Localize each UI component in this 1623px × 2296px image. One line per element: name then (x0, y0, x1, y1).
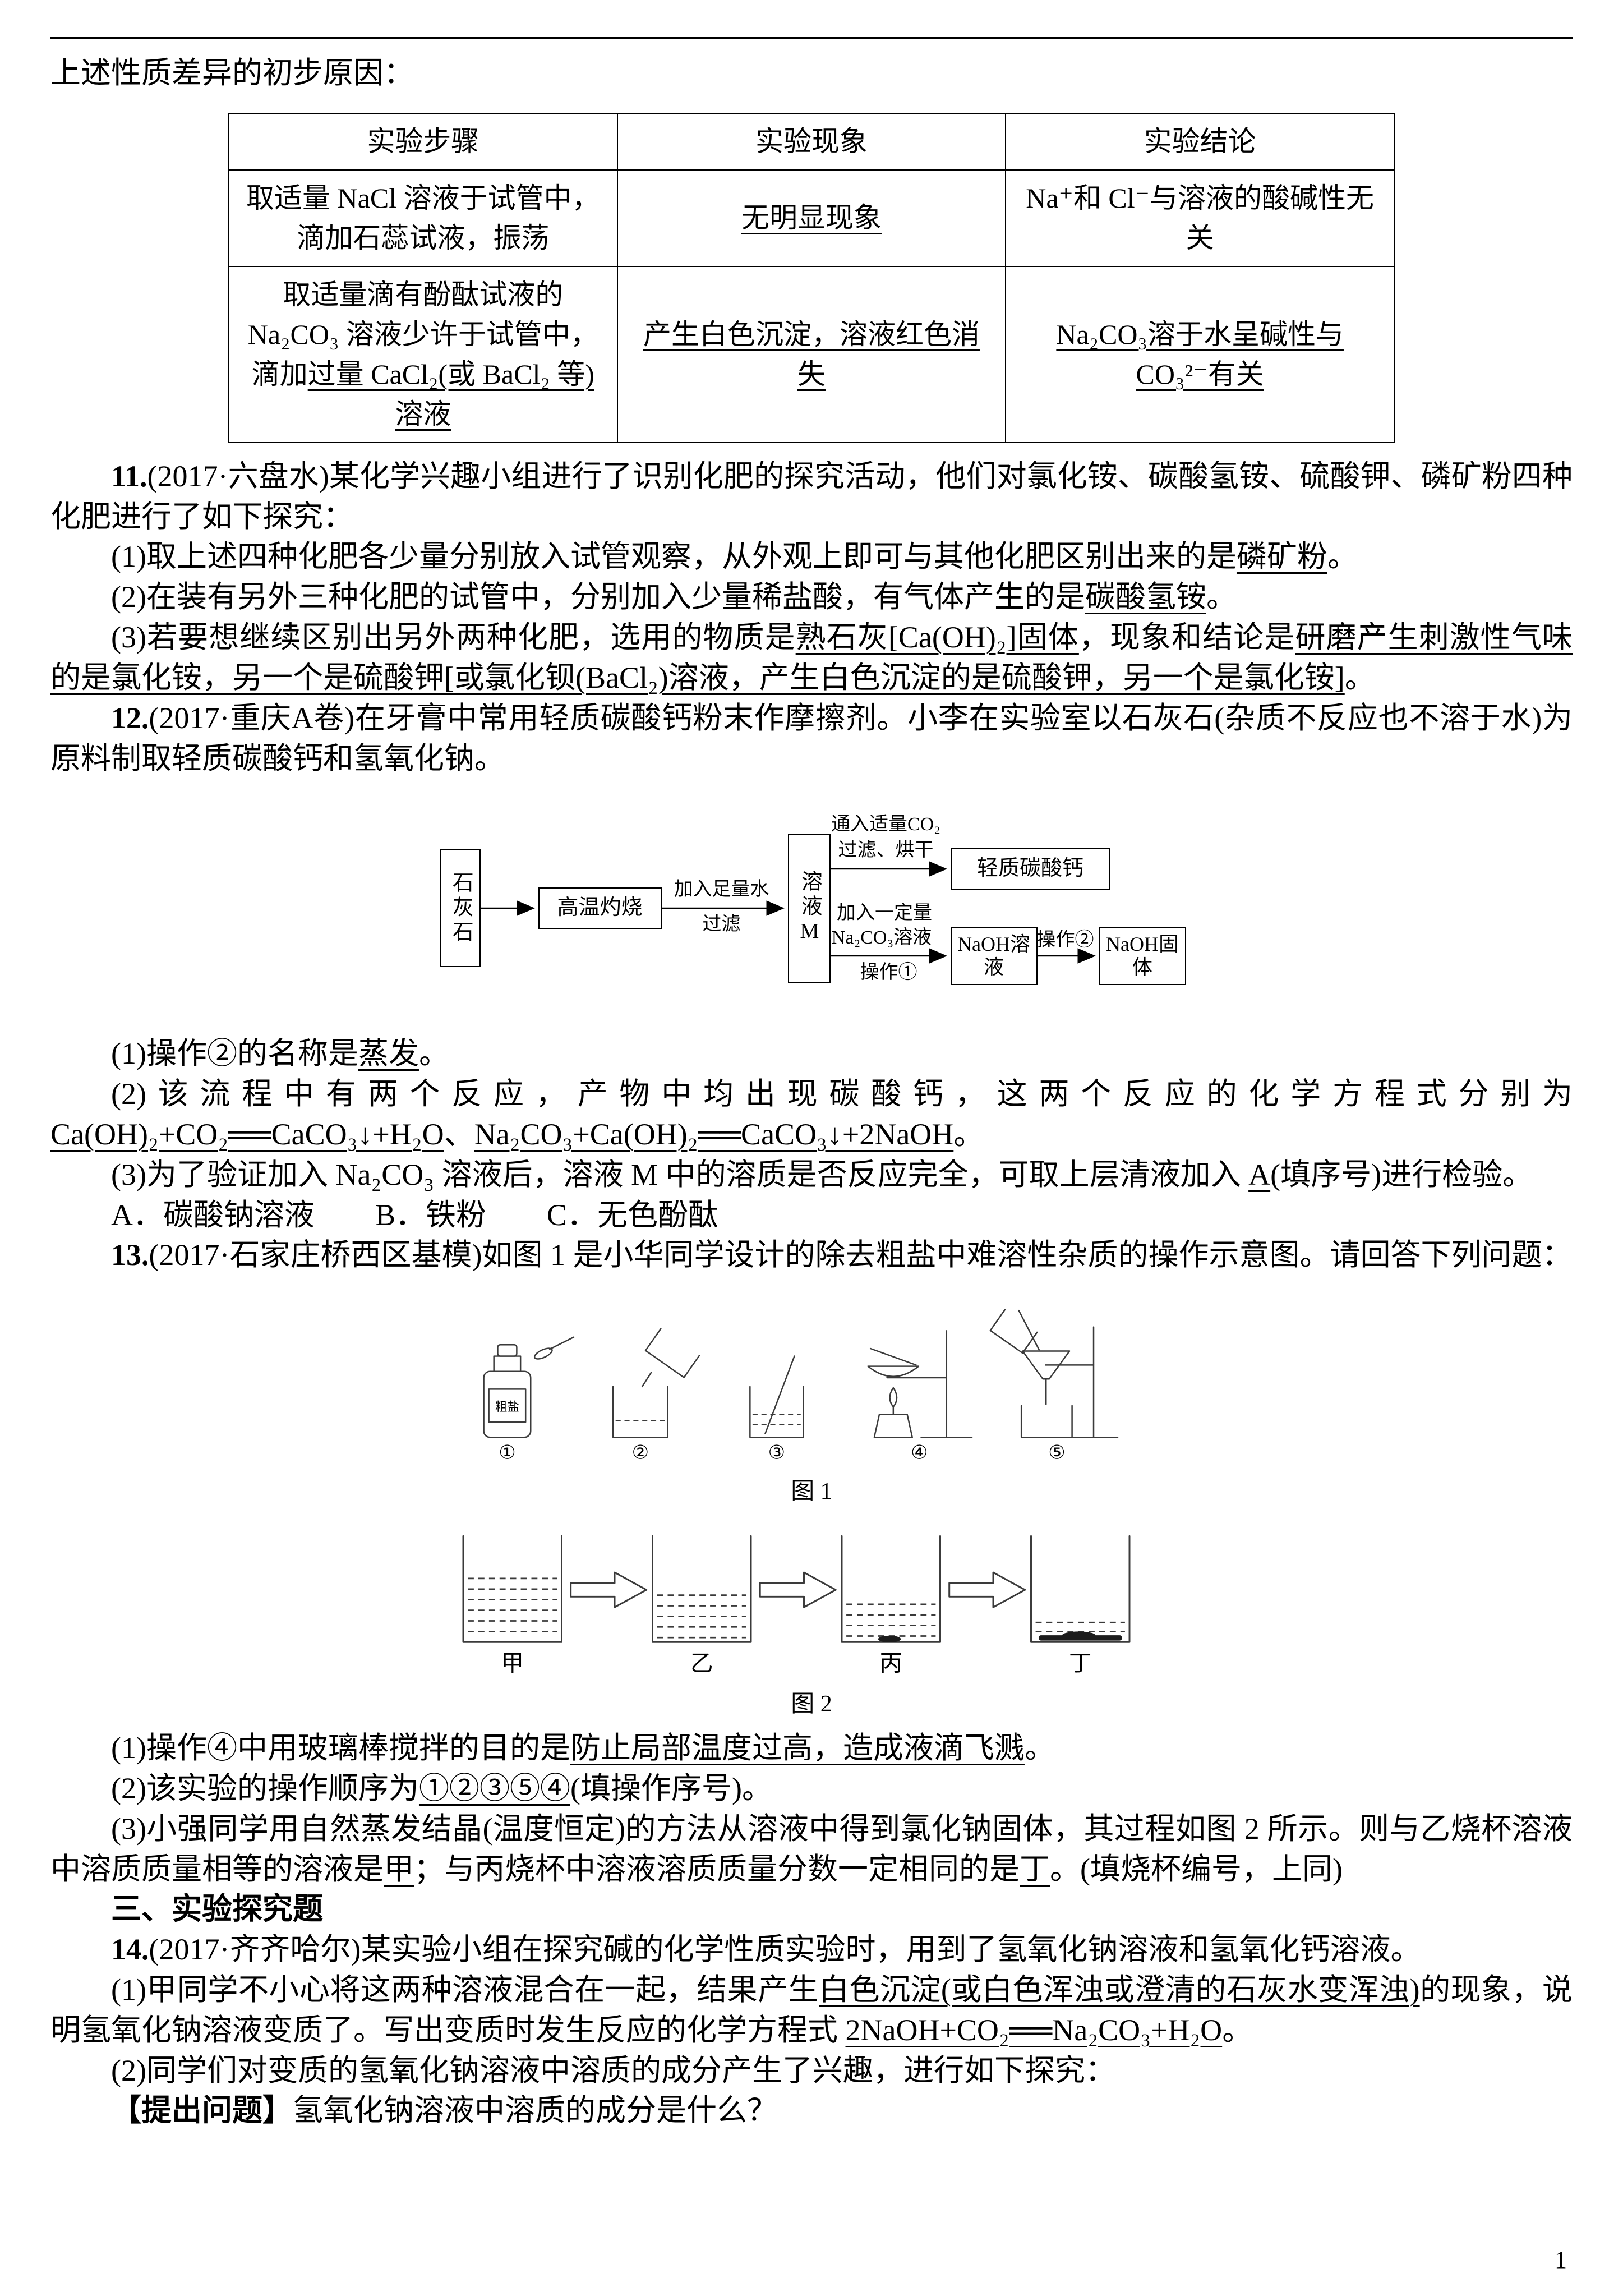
table-row: 取适量滴有酚酞试液的 Na₂CO₃ 溶液少许于试管中，滴加过量 CaCl₂(或 … (228, 265, 1395, 443)
beaker-yi (652, 1535, 752, 1643)
question-11-part-1: (1)取上述四种化肥各少量分别放入试管观察，从外观上即可与其他化肥区别出来的是磷… (111, 540, 1358, 574)
beaker-label-bing: 丙 (880, 1650, 903, 1676)
step-number-4: ④ (911, 1443, 928, 1464)
process-flowchart: 石灰石 高温灼烧 加入足量水 过滤 溶液M 通入适量CO₂ 过滤、烘干 轻质碳酸… (435, 793, 1189, 1026)
table-header-conclusion: 实验结论 (1005, 112, 1395, 171)
beaker-bing (841, 1535, 941, 1643)
figure-2-caption: 图 2 (791, 1691, 832, 1718)
beaker-jia (462, 1535, 562, 1643)
beaker-label-jia: 甲 (501, 1650, 524, 1676)
figure-2: 甲 乙 丙 丁 图 2 (50, 1522, 1573, 1720)
cell-phenomenon-2: 产生白色沉淀，溶液红色消失 (616, 265, 1007, 443)
question-14-part-1: (1)甲同学不小心将这两种溶液混合在一起，结果产生白色沉淀(或白色浑浊或澄清的石… (50, 1973, 1573, 2047)
beaker-label-yi: 乙 (690, 1650, 713, 1676)
cell-conclusion-1: Na⁺和 Cl⁻与溶液的酸碱性无关 (1005, 169, 1395, 267)
flow-box-naoh-solid: NaOH固体 (1099, 927, 1186, 986)
flow-box-naoh-solution: NaOH溶液 (950, 927, 1038, 986)
table-header-row: 实验步骤 实验现象 实验结论 (228, 112, 1395, 171)
cell-phenomenon-1: 无明显现象 (616, 169, 1007, 267)
pouring-beaker-icon (612, 1328, 700, 1438)
stirring-beaker-icon (749, 1355, 804, 1438)
flow-box-limestone: 石灰石 (440, 849, 481, 968)
salt-residue (878, 1635, 901, 1642)
question-14-part-2: (2)同学们对变质的氢氧化钠溶液中溶质的成分产生了兴趣，进行如下探究： (111, 2053, 1115, 2087)
beaker-ding (1030, 1535, 1131, 1643)
flow-label-op2: 操作② (1036, 930, 1094, 951)
table-header-phenomenon: 实验现象 (616, 112, 1007, 171)
flow-label-co2: 通入适量CO₂ (831, 814, 941, 835)
question-13-part-3: (3)小强同学用自然蒸发结晶(温度恒定)的方法从溶液中得到氯化钠固体，其过程如图… (50, 1811, 1573, 1886)
filtration-icon (989, 1309, 1119, 1438)
question-13-part-2: (2)该实验的操作顺序为①②③⑤④(填操作序号)。 (111, 1771, 772, 1805)
salt-bottle-icon: 粗盐 (483, 1336, 575, 1438)
question-11-part-2: (2)在装有另外三种化肥的试管中，分别加入少量稀盐酸，有气体产生的是碳酸氢铵。 (111, 580, 1237, 614)
table-header-steps: 实验步骤 (228, 112, 618, 171)
question-14-ask: 【提出问题】氢氧化钠溶液中溶质的成分是什么？ (111, 2093, 777, 2128)
beaker-label-ding: 丁 (1069, 1650, 1092, 1676)
cell-steps-2: 取适量滴有酚酞试液的 Na₂CO₃ 溶液少许于试管中，滴加过量 CaCl₂(或 … (228, 265, 618, 443)
question-11-intro: 11.(2017·六盘水)某化学兴趣小组进行了识别化肥的探究活动，他们对氯化铵、… (50, 459, 1573, 533)
step-number-1: ① (499, 1443, 515, 1464)
arrow-right-icon (570, 1571, 648, 1608)
flow-label-filter: 过滤 (702, 914, 741, 935)
flow-label-add-water: 加入足量水 (674, 879, 769, 900)
arrow-right-icon (759, 1571, 837, 1608)
question-12-intro: 12.(2017·重庆A卷)在牙膏中常用轻质碳酸钙粉末作摩擦剂。小李在实验室以石… (50, 701, 1573, 775)
question-14-intro: 14.(2017·齐齐哈尔)某实验小组在探究碱的化学性质实验时，用到了氢氧化钠溶… (111, 1932, 1421, 1967)
figure-1: 粗盐 (50, 1290, 1573, 1508)
question-12-part-1: (1)操作②的名称是蒸发。 (111, 1037, 449, 1071)
step-number-2: ② (632, 1443, 649, 1464)
flow-box-calcine: 高温灼烧 (538, 887, 662, 930)
salt-bottle-label: 粗盐 (495, 1400, 519, 1414)
flow-box-light-caco3: 轻质碳酸钙 (950, 848, 1110, 890)
cell-steps-1: 取适量 NaCl 溶液于试管中，滴加石蕊试液，振荡 (228, 169, 618, 267)
cell-conclusion-2: Na₂CO₃溶于水呈碱性与 CO₃²⁻有关 (1005, 265, 1395, 443)
intro-paragraph: 上述性质差异的初步原因： (50, 56, 414, 90)
question-13-part-1: (1)操作④中用玻璃棒搅拌的目的是防止局部温度过高，造成液滴飞溅。 (111, 1731, 1055, 1765)
figure1-illustration: 粗盐 (483, 1309, 1119, 1464)
question-11-part-3: (3)若要想继续区别出另外两种化肥，选用的物质是熟石灰[Ca(OH)₂]固体，现… (50, 620, 1573, 694)
figure-1-caption: 图 1 (791, 1478, 832, 1504)
flow-box-solution-m: 溶液M (787, 834, 831, 983)
step-number-3: ③ (768, 1443, 785, 1464)
arrow-right-icon (948, 1571, 1026, 1608)
question-13-intro: 13.(2017·石家庄桥西区基模)如图 1 是小华同学设计的除去粗盐中难溶性杂… (111, 1238, 1573, 1272)
section-3-heading: 三、实验探究题 (111, 1892, 323, 1926)
figure2-illustration: 甲 乙 丙 丁 (462, 1535, 1131, 1676)
salt-residue (1062, 1631, 1096, 1639)
question-12-options: A．碳酸钠溶液 B．铁粉 C．无色酚酞 (111, 1198, 719, 1232)
flow-label-na2co3: Na₂CO₃溶液 (831, 927, 932, 949)
question-12-part-2: (2)该流程中有两个反应，产物中均出现碳酸钙，这两个反应的化学方程式分别为 Ca… (50, 1077, 1573, 1151)
flow-label-op1: 操作① (860, 962, 917, 983)
experiment-table: 实验步骤 实验现象 实验结论 取适量 NaCl 溶液于试管中，滴加石蕊试液，振荡… (228, 112, 1395, 443)
page-number: 1 (1555, 2246, 1567, 2274)
flow-label-filter-dry: 过滤、烘干 (838, 840, 934, 861)
question-12-part-3: (3)为了验证加入 Na₂CO₃ 溶液后，溶液 M 中的溶质是否反应完全，可取上… (111, 1157, 1533, 1191)
flowchart-arrows (480, 861, 1096, 964)
header-divider (50, 37, 1573, 39)
step-number-5: ⑤ (1048, 1443, 1065, 1464)
flow-label-add-amount: 加入一定量 (837, 903, 932, 924)
table-row: 取适量 NaCl 溶液于试管中，滴加石蕊试液，振荡 无明显现象 Na⁺和 Cl⁻… (228, 169, 1395, 267)
evaporation-stand-icon (867, 1330, 973, 1438)
